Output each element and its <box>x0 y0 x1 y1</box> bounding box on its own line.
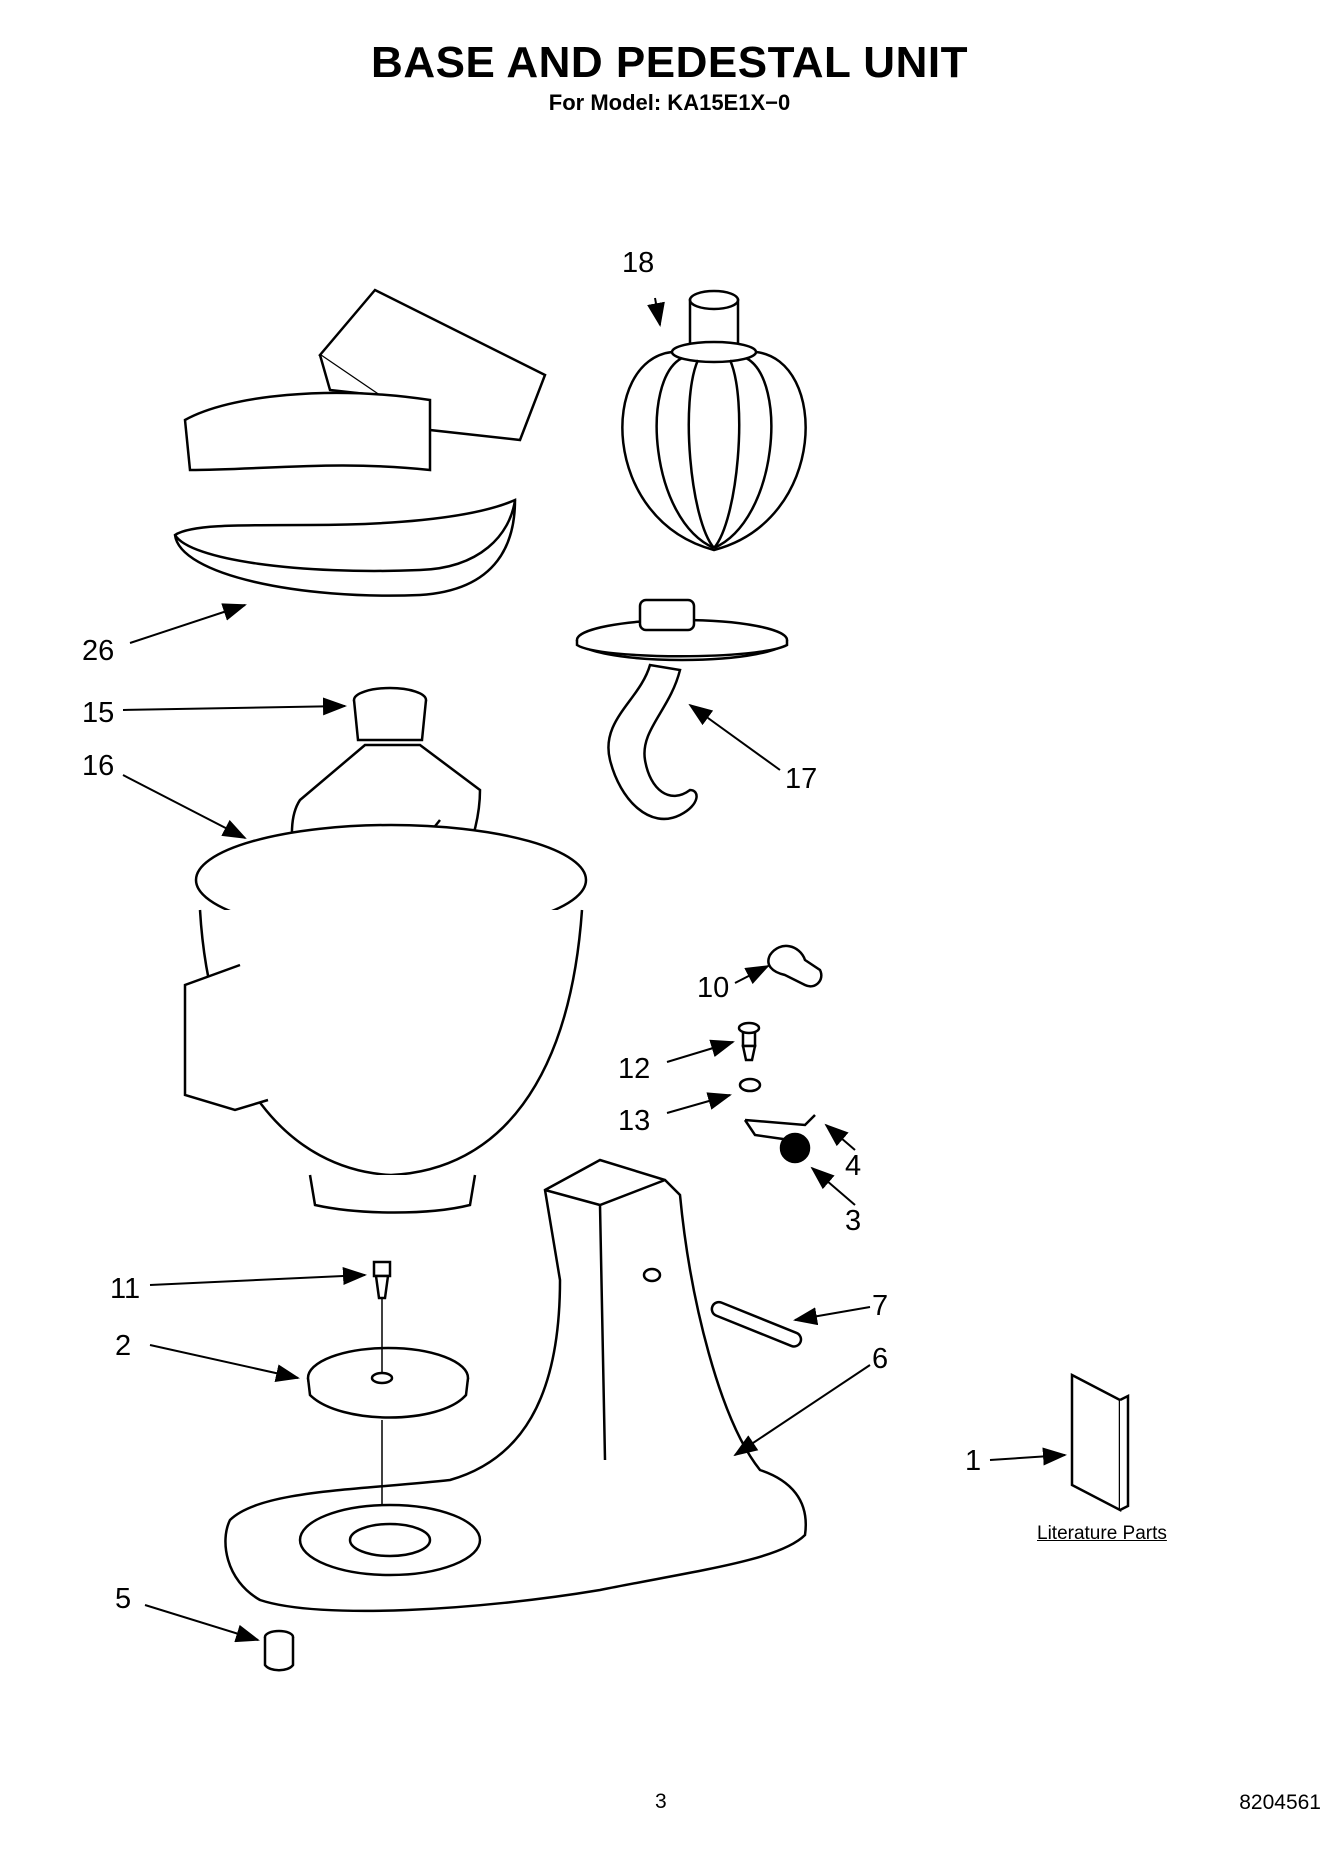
callout-18: 18 <box>622 247 654 279</box>
callout-16: 16 <box>82 750 114 782</box>
leader-arrows <box>122 297 1067 1643</box>
callout-26: 26 <box>82 635 114 667</box>
literature-parts-label: Literature Parts <box>1037 1523 1167 1544</box>
callout-3: 3 <box>845 1205 861 1237</box>
pouring-shield-part <box>173 288 547 597</box>
callout-11: 11 <box>110 1273 140 1305</box>
callout-7: 7 <box>872 1290 888 1322</box>
callout-5: 5 <box>115 1583 131 1615</box>
wire-whip-part <box>621 289 807 552</box>
model-subtitle: For Model: KA15E1X−0 <box>548 90 791 115</box>
callout-2: 2 <box>115 1330 131 1362</box>
page-number: 3 <box>655 1790 667 1813</box>
rubber-foot-part <box>263 1629 295 1672</box>
clamp-plate-part <box>306 1260 470 1505</box>
callout-6: 6 <box>872 1343 888 1375</box>
mixing-bowl-part <box>183 823 588 1214</box>
document-number: 8204561 <box>1239 1791 1321 1814</box>
dough-hook-part <box>575 598 789 821</box>
callout-1: 1 <box>965 1445 981 1477</box>
callout-15: 15 <box>82 697 114 729</box>
callout-17: 17 <box>785 763 817 795</box>
hinge-small-parts <box>737 944 823 1164</box>
pedestal-body-part <box>224 1158 808 1613</box>
page-title: BASE AND PEDESTAL UNIT <box>371 38 968 87</box>
callout-10: 10 <box>697 972 729 1004</box>
callout-13: 13 <box>618 1105 650 1137</box>
callout-12: 12 <box>618 1053 650 1085</box>
literature-booklet-part <box>1070 1372 1130 1513</box>
callout-4: 4 <box>845 1150 861 1182</box>
